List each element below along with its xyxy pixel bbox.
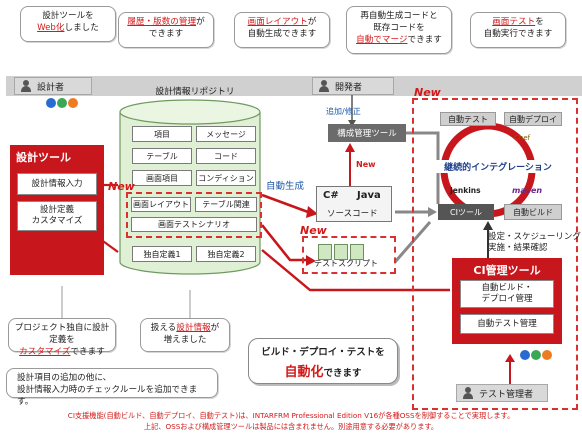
add-modify-label: 追加/修正 xyxy=(326,107,361,116)
auto-test-badge: 自動テスト xyxy=(440,112,496,126)
ci-tool-box: CIツール xyxy=(438,204,494,220)
design-tool-title: 設計ツール xyxy=(16,151,71,164)
source-code-label: ソースコード xyxy=(327,209,378,219)
repo-item: 画面項目 xyxy=(132,170,192,186)
callout-webify: 設計ツールを Web化しました xyxy=(20,6,116,42)
callout-history: 履歴・版数の管理が できます xyxy=(118,12,214,48)
callout-regen: 再自動生成コードと 既存コードを 自動でマージできます xyxy=(346,6,452,54)
repo-item: コンディション xyxy=(196,170,256,186)
auto-generate-label: 自動生成 xyxy=(266,181,305,192)
callout-info-inc: 扱える設計情報が 増えました xyxy=(140,318,230,352)
callout-customize: プロジェクト独自に設計定義を カスタマイズできます xyxy=(8,318,116,357)
new-label-repo: New xyxy=(108,180,135,193)
repo-item: コード xyxy=(196,148,256,164)
design-info-input-button[interactable]: 設計情報入力 xyxy=(17,173,97,195)
new-label-test: New xyxy=(300,224,327,237)
chrome-icon xyxy=(531,350,541,360)
csharp-label: C# xyxy=(323,190,339,201)
repo-new-group xyxy=(126,192,262,238)
repo-new-item: テーブル関連 xyxy=(195,197,257,212)
arrow-repo-to-source xyxy=(261,193,309,214)
repo-custom-item: 独自定義1 xyxy=(132,246,192,262)
person-icon xyxy=(319,80,329,92)
arrow-scm-to-ci xyxy=(405,131,440,204)
person-icon xyxy=(21,80,31,92)
test-script-group: テストスクリプト xyxy=(302,236,396,274)
callout-layout-gen: 画面レイアウトが 自動生成できます xyxy=(234,12,330,48)
callout-check-rules: 設計項目の追加の他に、 設計情報入力時のチェックルールを追加できます。 xyxy=(6,368,218,407)
actor-band xyxy=(6,76,582,96)
ie-icon xyxy=(520,350,530,360)
repo-new-item: 画面レイアウト xyxy=(131,197,191,212)
firefox-icon xyxy=(542,350,552,360)
auto-deploy-badge: 自動デプロイ xyxy=(504,112,562,126)
repo-item: 項目 xyxy=(132,126,192,142)
test-script-label: テストスクリプト xyxy=(314,259,378,268)
doc-icon xyxy=(334,244,348,260)
repo-custom-item: 独自定義2 xyxy=(196,246,256,262)
auto-build-badge: 自動ビルド xyxy=(504,204,562,220)
browser-icons xyxy=(46,98,78,108)
repository-title: 設計情報リポジトリ xyxy=(155,87,235,97)
browser-icons xyxy=(520,350,552,360)
doc-icon xyxy=(350,244,364,260)
chef-logo: Chef xyxy=(514,134,531,142)
repo-item: メッセージ xyxy=(196,126,256,142)
chrome-icon xyxy=(57,98,67,108)
design-customize-button[interactable]: 設計定義 カスタマイズ xyxy=(17,201,97,231)
java-label: Java xyxy=(357,190,381,201)
source-code-box: C# Java ソースコード xyxy=(316,186,392,222)
auto-build-deploy-mgmt-button[interactable]: 自動ビルド・ デプロイ管理 xyxy=(460,280,554,308)
scm-tool-box: 構成管理ツール xyxy=(328,124,406,142)
repo-item: テーブル xyxy=(132,148,192,164)
new-small-label: New xyxy=(356,160,376,169)
actor-designer: 設計者 xyxy=(14,77,92,95)
design-tool-panel: 設計ツール 設計情報入力 設計定義 カスタマイズ xyxy=(10,145,104,275)
ci-group xyxy=(412,98,578,410)
firefox-icon xyxy=(68,98,78,108)
footer-note: CI支援機能(自動ビルド、自動デプロイ、自動テスト)は、INTARFRM Pro… xyxy=(67,411,515,431)
ci-mgmt-panel: CI管理ツール 自動ビルド・ デプロイ管理 自動テスト管理 xyxy=(452,258,562,344)
maven-logo: maven xyxy=(512,186,543,195)
actor-developer: 開発者 xyxy=(312,77,394,95)
ci-mgmt-title: CI管理ツール xyxy=(473,264,541,277)
repo-new-item: 画面テストシナリオ xyxy=(131,217,257,232)
person-icon xyxy=(463,387,473,399)
callout-build-deploy: ビルド・デプロイ・テストを 自動化できます xyxy=(248,338,398,384)
ie-icon xyxy=(46,98,56,108)
new-label-ci: New xyxy=(414,86,441,99)
callout-autotest: 画面テストを 自動実行できます xyxy=(470,12,566,48)
auto-test-mgmt-button[interactable]: 自動テスト管理 xyxy=(460,314,554,334)
settings-label: 設定・スケジューリング 実施・結果確認 xyxy=(488,232,581,253)
jenkins-logo: Jenkins xyxy=(450,186,481,195)
doc-icon xyxy=(318,244,332,260)
actor-test-manager: テスト管理者 xyxy=(456,384,548,402)
ci-label: 継続的インテグレーション xyxy=(436,160,560,173)
